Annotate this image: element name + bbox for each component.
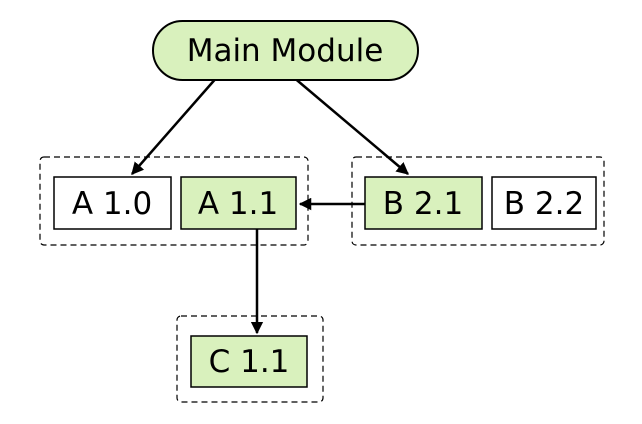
a10-label: A 1.0 [72, 186, 152, 222]
c11-label: C 1.1 [209, 344, 290, 380]
edges [131, 75, 409, 335]
a11-label: A 1.1 [198, 186, 278, 222]
node-c11: C 1.1 [190, 335, 308, 388]
b21-label: B 2.1 [383, 186, 463, 222]
node-b22: B 2.2 [491, 176, 597, 230]
edge-main-to-a10 [131, 75, 219, 175]
main-module-label: Main Module [187, 33, 384, 69]
group-a [39, 156, 309, 246]
node-b21: B 2.1 [364, 176, 483, 230]
c11-shape [190, 335, 308, 388]
edge-main-to-b21 [291, 75, 409, 175]
a11-shape [180, 176, 297, 230]
main-module-shape [152, 20, 419, 81]
b22-shape [491, 176, 597, 230]
node-main-module: Main Module [152, 20, 419, 81]
group-b [351, 156, 605, 246]
a10-shape [53, 176, 172, 230]
node-a11: A 1.1 [180, 176, 297, 230]
node-a10: A 1.0 [53, 176, 172, 230]
group-c [176, 315, 324, 403]
b22-label: B 2.2 [504, 186, 584, 222]
b21-shape [364, 176, 483, 230]
